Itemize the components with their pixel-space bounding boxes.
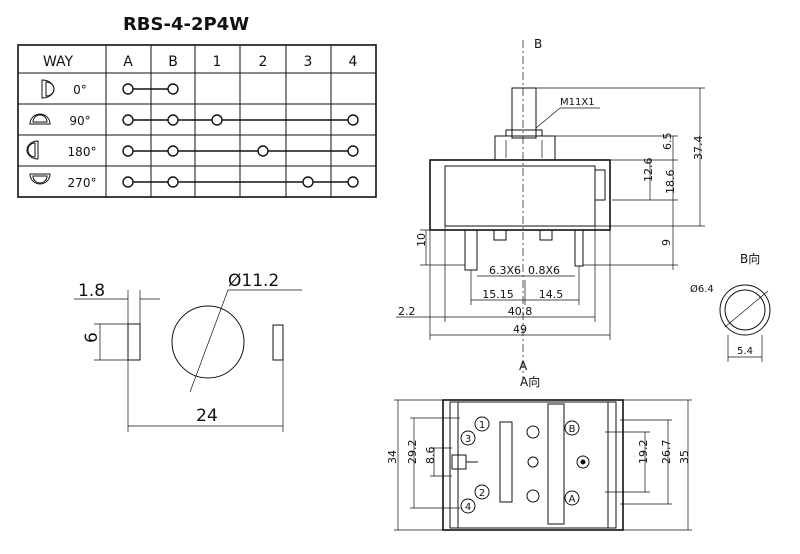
contact-point bbox=[167, 145, 179, 157]
shaft-end-view: B向 Ø6.4 5.4 bbox=[690, 251, 771, 362]
dim-diameter: Ø11.2 bbox=[228, 271, 279, 291]
dim-terminal-2: 0.8X6 bbox=[528, 264, 560, 277]
contact-point bbox=[347, 176, 359, 188]
table-col-1: 1 bbox=[213, 54, 222, 70]
terminal-markers: 1 2 3 4 A B bbox=[460, 416, 580, 514]
switching-table: WAY A B 1 2 3 4 0° 90° 180° 270° bbox=[17, 44, 377, 198]
dim-49: 49 bbox=[513, 323, 527, 336]
contact-point bbox=[122, 114, 134, 126]
dim-15-15: 15.15 bbox=[482, 288, 514, 301]
terminal-circle bbox=[564, 420, 580, 436]
table-col-a: A bbox=[123, 54, 133, 70]
row-angle-90: 90° bbox=[69, 114, 90, 128]
dim-12-6: 12.6 bbox=[642, 158, 655, 183]
label-thread: M11X1 bbox=[560, 97, 595, 108]
table-col-b: B bbox=[168, 54, 178, 70]
knob-0-icon bbox=[41, 79, 55, 99]
contact-point bbox=[167, 83, 179, 95]
terminal-label: 3 bbox=[465, 434, 471, 445]
contact-point bbox=[122, 176, 134, 188]
knob-side-view: Ø11.2 1.8 6 24 bbox=[74, 271, 302, 432]
contact-point bbox=[257, 145, 269, 157]
dim-40-8: 40.8 bbox=[508, 305, 533, 318]
contact-point bbox=[347, 145, 359, 157]
switch-front-view: B M11X1 6.5 37.4 12.6 18.6 9 bbox=[396, 37, 705, 389]
knob-180-icon bbox=[26, 140, 39, 160]
dim-9: 9 bbox=[660, 239, 673, 246]
terminal-circle bbox=[474, 416, 490, 432]
label-b-direction: B向 bbox=[740, 251, 760, 266]
dim-10: 10 bbox=[415, 233, 428, 247]
dim-34: 34 bbox=[386, 450, 399, 464]
label-a-direction: A向 bbox=[520, 374, 540, 389]
row-angle-0: 0° bbox=[73, 83, 87, 97]
dim-shaft-diameter: Ø6.4 bbox=[690, 283, 714, 295]
dim-width: 24 bbox=[196, 406, 218, 426]
dim-shaft-flat: 5.4 bbox=[737, 346, 753, 357]
terminal-label: B bbox=[569, 424, 576, 435]
terminal-label: A bbox=[569, 494, 576, 505]
dim-18-6: 18.6 bbox=[664, 170, 677, 195]
dim-14-5: 14.5 bbox=[539, 288, 564, 301]
contact-point bbox=[122, 83, 134, 95]
dim-37-4: 37.4 bbox=[692, 136, 705, 161]
contact-point bbox=[167, 114, 179, 126]
dim-35: 35 bbox=[678, 450, 691, 464]
row-angle-270: 270° bbox=[68, 176, 97, 190]
table-col-3: 3 bbox=[304, 54, 313, 70]
terminal-label: 1 bbox=[479, 420, 485, 431]
dim-29-2: 29.2 bbox=[406, 440, 419, 465]
dim-thickness: 1.8 bbox=[78, 281, 105, 301]
dim-8-6: 8.6 bbox=[424, 447, 437, 465]
row-angle-180: 180° bbox=[68, 145, 97, 159]
dim-height: 6 bbox=[82, 332, 102, 343]
table-col-4: 4 bbox=[349, 54, 358, 70]
contact-point bbox=[211, 114, 223, 126]
table-header-way: WAY bbox=[43, 54, 74, 70]
diagram-title: RBS-4-2P4W bbox=[123, 14, 249, 35]
dim-26-7: 26.7 bbox=[660, 440, 673, 465]
contact-point bbox=[122, 145, 134, 157]
contact-point bbox=[167, 176, 179, 188]
contact-point bbox=[302, 176, 314, 188]
dim-2-2: 2.2 bbox=[398, 305, 416, 318]
terminal-circle bbox=[564, 490, 580, 506]
terminal-circle bbox=[460, 430, 476, 446]
terminal-label: 2 bbox=[479, 488, 485, 499]
knob-90-icon bbox=[29, 113, 51, 125]
dim-19-2: 19.2 bbox=[637, 440, 650, 465]
terminal-label: 4 bbox=[465, 502, 471, 513]
knob-270-icon bbox=[29, 173, 51, 185]
terminal-circle bbox=[460, 498, 476, 514]
label-b: B bbox=[534, 37, 542, 51]
contact-connections bbox=[122, 83, 359, 188]
terminal-circle bbox=[474, 484, 490, 500]
dim-6-5: 6.5 bbox=[661, 133, 674, 151]
table-col-2: 2 bbox=[259, 54, 268, 70]
contact-point bbox=[347, 114, 359, 126]
dim-terminal-1: 6.3X6 bbox=[489, 264, 521, 277]
label-a: A bbox=[519, 359, 528, 373]
